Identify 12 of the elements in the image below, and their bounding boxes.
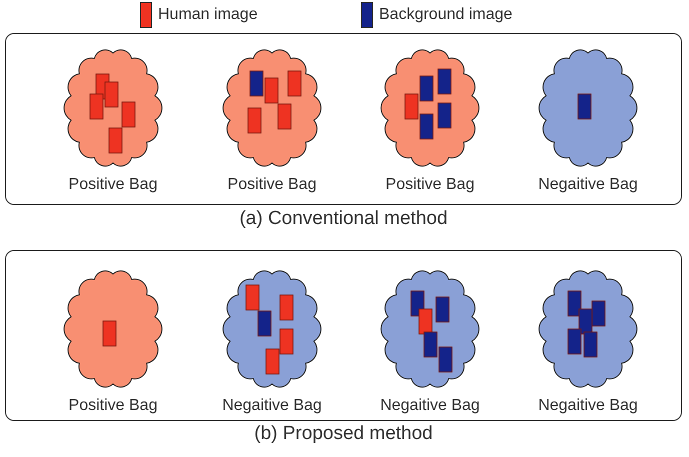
bag-label: Positive Bag	[68, 176, 158, 194]
panel-caption: (b) Proposed method	[254, 423, 433, 445]
legend-label: Human image	[158, 6, 258, 24]
bag-label: Positive Bag	[386, 176, 474, 194]
bag-label: Negaitive Bag	[538, 176, 638, 194]
legend-label: Background image	[379, 6, 512, 24]
bag-label: Positive Bag	[228, 176, 316, 194]
bag-label: Positive Bag	[68, 397, 158, 415]
panel-caption: (a) Conventional method	[239, 208, 448, 230]
bag-label: Negaitive Bag	[538, 397, 638, 415]
bag-label: Negaitive Bag	[222, 397, 322, 415]
bag-label: Negaitive Bag	[380, 397, 480, 415]
